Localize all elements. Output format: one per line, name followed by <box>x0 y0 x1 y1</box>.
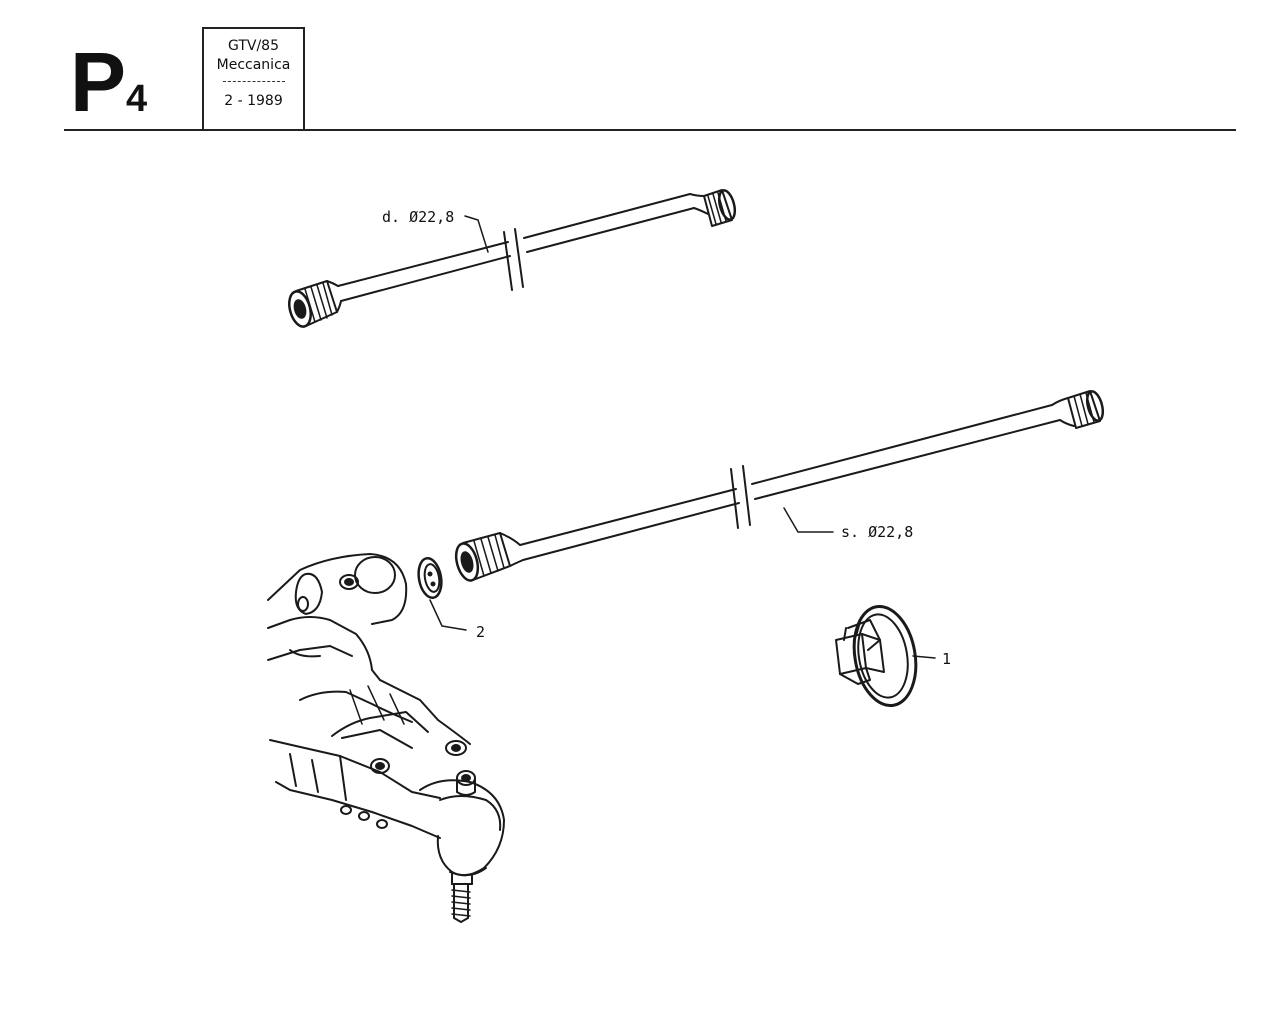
issue-date: 2 - 1989 <box>224 93 283 109</box>
header-rule <box>64 129 1236 131</box>
model-name: GTV/85 <box>227 38 279 54</box>
part-1-bush <box>835 604 936 708</box>
part-2-cap <box>417 556 467 631</box>
section-number: 4 <box>126 78 148 120</box>
label-left-bar: s. Ø22,8 <box>841 523 913 541</box>
torsion-bar-right <box>288 189 737 328</box>
group-name: Meccanica <box>216 57 291 73</box>
label-part-1: 1 <box>942 650 951 668</box>
torsion-bar-left <box>454 390 1105 582</box>
label-right-bar: d. Ø22,8 <box>382 208 454 226</box>
suspension-arm <box>267 553 505 923</box>
break-mark <box>503 231 513 291</box>
header-info-box: GTV/85 Meccanica 2 - 1989 <box>202 27 305 129</box>
label-part-2: 2 <box>476 623 485 641</box>
header-separator <box>222 81 285 82</box>
section-letter: P <box>70 35 126 129</box>
